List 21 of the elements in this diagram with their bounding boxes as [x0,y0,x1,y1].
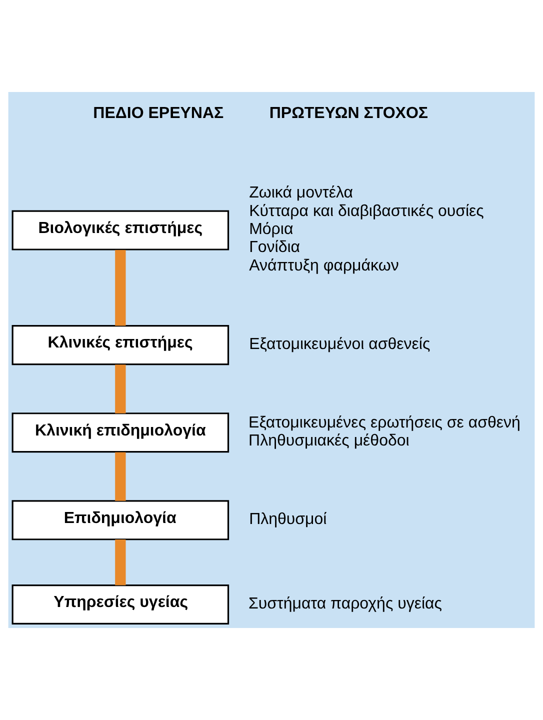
node-label: Κύτταρα και διαβιβαστικές ουσίες [249,202,484,220]
label: ΠΡΩΤΕΥΩΝ ΣΤΟΧΟΣ [269,105,428,122]
node-label: Συστήματα παροχής υγείας [248,595,442,612]
connector [115,452,126,501]
node-label: Ζωικά μοντέλα [249,184,353,202]
connector [115,539,126,586]
node-label: Εξατομικευμένοι ασθενείς [249,336,430,353]
node-label: Ανάπτυξη φαρμάκων [249,257,399,274]
node-label: Πληθυσμιακές μέθοδοι [248,432,410,450]
node-label: Μόρια [249,221,294,238]
node-label: Πληθυσμοί [249,510,327,528]
node-box: Επιδημιολογία [12,500,230,540]
node-box: Βιολογικές επιστήμες [12,210,230,250]
connector [115,250,126,326]
node-box: Κλινική επιδημιολογία [12,412,230,453]
node-label: Εξατομικευμένες ερωτήσεις σε ασθενή [248,414,520,432]
node-box: Κλινικές επιστήμες [12,325,230,366]
node-label: Γονίδια [249,239,300,256]
connector [115,364,126,414]
node-box: Υπηρεσίες υγείας [12,584,230,625]
label: ΠΕΔΙΟ ΕΡΕΥΝΑΣ [93,105,224,122]
